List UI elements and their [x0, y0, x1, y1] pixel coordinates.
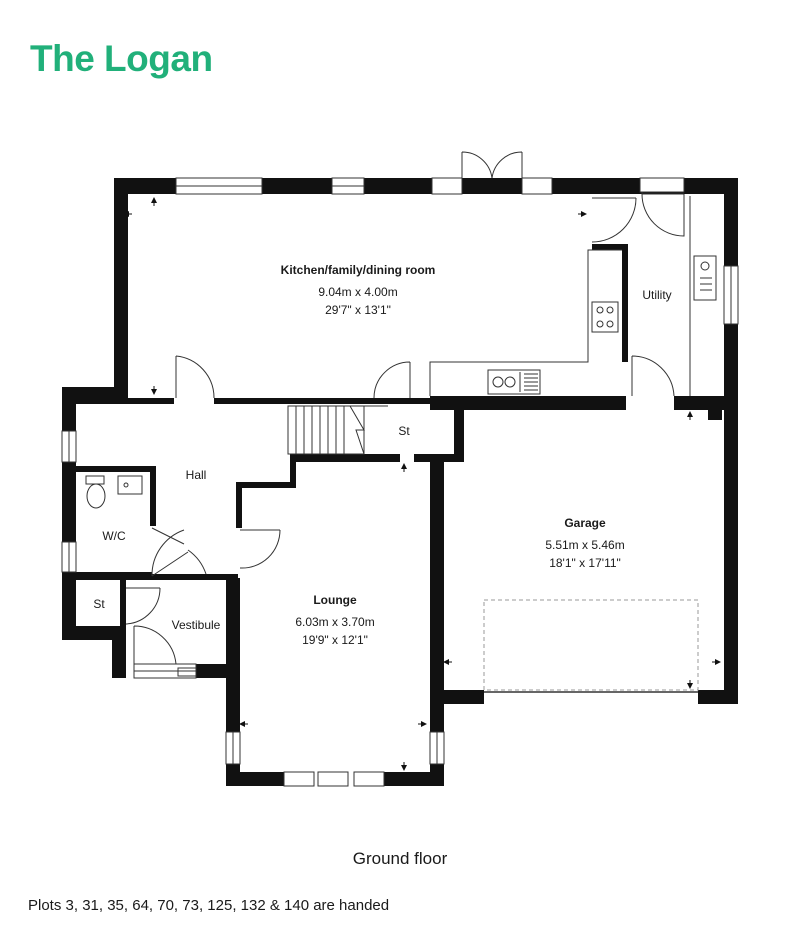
room-metric-lounge: 6.03m x 3.70m: [295, 615, 374, 629]
room-name-hall: Hall: [186, 468, 207, 482]
room-imperial-garage: 18'1" x 17'11": [549, 556, 621, 570]
wc-fittings: [85, 475, 143, 509]
room-labels: Kitchen/family/dining room 9.04m x 4.00m…: [93, 263, 671, 647]
room-metric-kitchen: 9.04m x 4.00m: [318, 285, 397, 299]
dimension-arrows: [123, 197, 721, 771]
room-name-store-kitchen: St: [398, 424, 410, 438]
room-name-wc: W/C: [102, 529, 126, 543]
room-name-lounge: Lounge: [313, 593, 357, 607]
room-metric-garage: 5.51m x 5.46m: [545, 538, 624, 552]
garage-door: [483, 599, 699, 691]
floor-caption: Ground floor: [352, 849, 448, 868]
windows: [61, 177, 739, 787]
handed-plots-note: Plots 3, 31, 35, 64, 70, 73, 125, 132 & …: [28, 897, 390, 914]
development-title: The Logan: [30, 38, 213, 79]
doors: [125, 151, 685, 679]
kitchen-units: [429, 196, 717, 396]
room-imperial-lounge: 19'9" x 12'1": [302, 633, 368, 647]
room-imperial-kitchen: 29'7" x 13'1": [325, 303, 391, 317]
stairs: [287, 405, 388, 455]
room-name-utility: Utility: [642, 288, 671, 302]
room-name-vestibule: Vestibule: [172, 618, 221, 632]
room-name-kitchen: Kitchen/family/dining room: [281, 263, 436, 277]
room-name-store-vestibule: St: [93, 597, 105, 611]
room-name-garage: Garage: [564, 516, 606, 530]
